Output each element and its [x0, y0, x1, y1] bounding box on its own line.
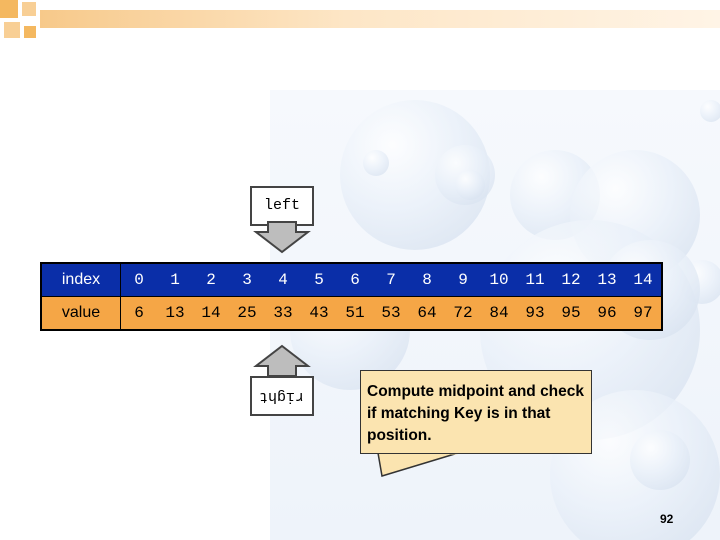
index-row: index 0 1 2 3 4 5 6 7 8 9 10 11 12 13 14	[41, 263, 662, 297]
left-pointer-arrow	[253, 221, 311, 254]
header-decoration-square	[0, 0, 18, 18]
value-cell: 72	[445, 296, 481, 330]
index-cell: 1	[157, 263, 193, 297]
index-cell: 5	[301, 263, 337, 297]
left-pointer-label: left	[250, 186, 314, 226]
right-pointer-arrow	[253, 344, 311, 377]
index-cell: 11	[517, 263, 553, 297]
value-cell: 13	[157, 296, 193, 330]
value-cell: 51	[337, 296, 373, 330]
value-cell: 64	[409, 296, 445, 330]
index-cell: 9	[445, 263, 481, 297]
bubble	[700, 100, 720, 122]
index-cell: 0	[120, 263, 157, 297]
bubble	[455, 170, 485, 200]
value-cell: 84	[481, 296, 517, 330]
header-decoration-bar	[40, 10, 720, 28]
value-cell: 53	[373, 296, 409, 330]
index-row-label: index	[41, 263, 121, 297]
callout-bubble: Compute midpoint and check if matching K…	[360, 370, 592, 454]
index-cell: 10	[481, 263, 517, 297]
value-row-label: value	[41, 296, 121, 330]
index-cell: 3	[229, 263, 265, 297]
value-cell: 93	[517, 296, 553, 330]
header-decoration-square	[24, 26, 36, 38]
index-cell: 12	[553, 263, 589, 297]
value-cell: 96	[589, 296, 625, 330]
index-cell: 6	[337, 263, 373, 297]
index-cell: 13	[589, 263, 625, 297]
value-cell: 33	[265, 296, 301, 330]
index-cell: 4	[265, 263, 301, 297]
index-cell: 14	[625, 263, 662, 297]
index-cell: 7	[373, 263, 409, 297]
index-cell: 2	[193, 263, 229, 297]
bubble	[630, 430, 690, 490]
right-pointer-text: right	[259, 388, 305, 405]
right-pointer-label: right	[250, 376, 314, 416]
value-cell: 25	[229, 296, 265, 330]
value-row: value 6 13 14 25 33 43 51 53 64 72 84 93…	[41, 296, 662, 330]
page-number: 92	[660, 512, 674, 526]
header-decoration-square	[4, 22, 20, 38]
header-decoration-square	[22, 2, 36, 16]
value-cell: 43	[301, 296, 337, 330]
index-cell: 8	[409, 263, 445, 297]
array-table: index 0 1 2 3 4 5 6 7 8 9 10 11 12 13 14…	[40, 262, 663, 331]
value-cell: 95	[553, 296, 589, 330]
value-cell: 97	[625, 296, 662, 330]
callout-tail	[377, 451, 459, 477]
value-cell: 14	[193, 296, 229, 330]
value-cell: 6	[120, 296, 157, 330]
bubble	[363, 150, 389, 176]
